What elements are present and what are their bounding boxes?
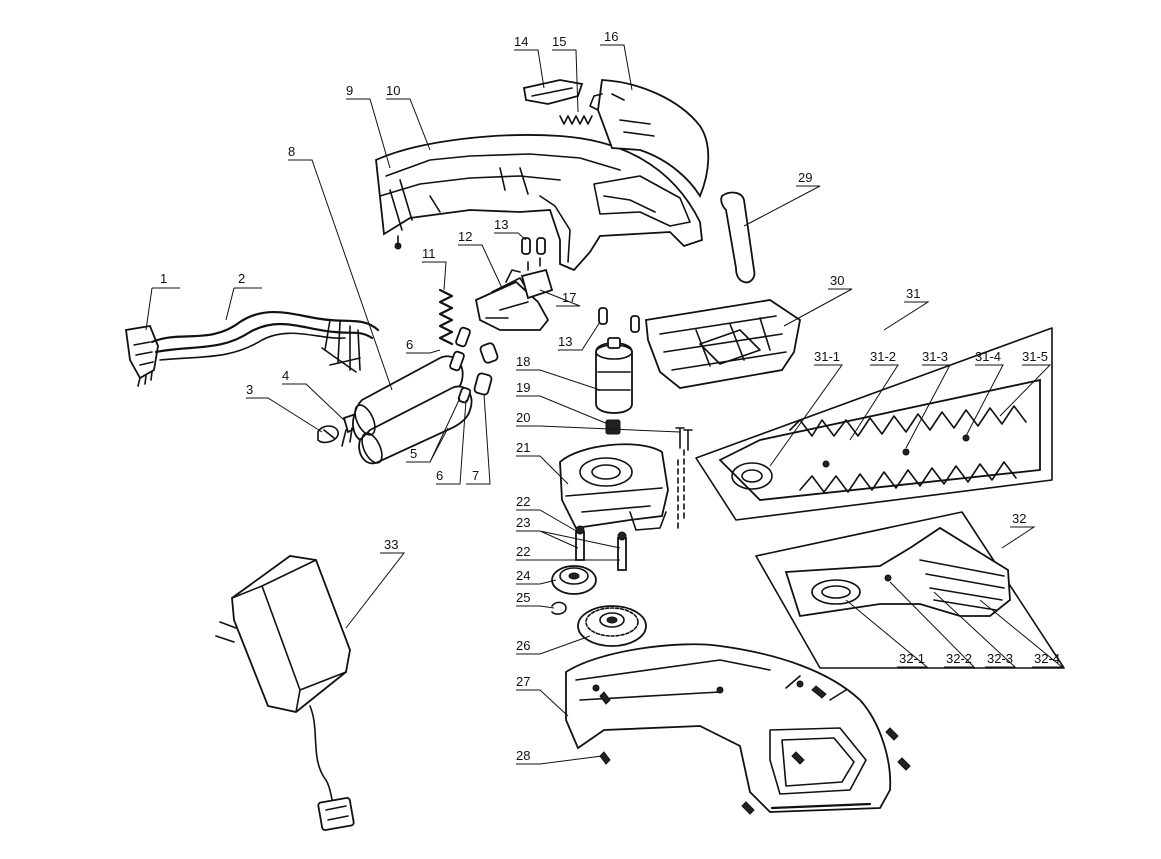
part-14-switch — [522, 79, 584, 105]
label-15: 15 — [552, 34, 566, 49]
part-1-connector — [124, 324, 159, 387]
part-25-washer — [551, 601, 567, 615]
label-3: 3 — [246, 382, 253, 397]
part-33-charger — [215, 555, 355, 831]
label-32-3: 32-3 — [987, 651, 1013, 666]
label-26: 26 — [516, 638, 530, 653]
part-18-motor — [595, 337, 633, 414]
part-20-screws — [675, 427, 693, 529]
part-7-cap — [473, 342, 499, 396]
label-6-lower: 6 — [436, 468, 443, 483]
label-22-lower: 22 — [516, 544, 530, 559]
part-30-tray — [645, 299, 801, 389]
part-16-front-cover — [589, 79, 710, 198]
label-8: 8 — [288, 144, 295, 159]
label-32-4: 32-4 — [1034, 651, 1060, 666]
label-31-4: 31-4 — [975, 349, 1001, 364]
label-32-2: 32-2 — [946, 651, 972, 666]
label-31-1: 31-1 — [814, 349, 840, 364]
label-18: 18 — [516, 354, 530, 369]
label-4: 4 — [282, 368, 289, 383]
label-28: 28 — [516, 748, 530, 763]
part-17-switch-block — [520, 257, 554, 300]
part-6-spacers — [449, 326, 472, 404]
part-21-gearbox — [559, 443, 669, 531]
label-14: 14 — [514, 34, 528, 49]
part-31-hedge-blade-panel — [695, 327, 1053, 521]
label-11: 11 — [422, 246, 436, 261]
label-32-1: 32-1 — [899, 651, 925, 666]
label-23: 23 — [516, 515, 530, 530]
part-3-clip — [317, 425, 339, 444]
part-10-upper-housing — [375, 134, 703, 272]
label-31-2: 31-2 — [870, 349, 896, 364]
label-13-lower: 13 — [558, 334, 572, 349]
label-32: 32 — [1012, 511, 1026, 526]
label-16: 16 — [604, 29, 618, 44]
part-27-lower-housing — [565, 643, 892, 813]
label-13-upper: 13 — [494, 217, 508, 232]
label-24: 24 — [516, 568, 530, 583]
part-26-large-gear — [577, 605, 647, 647]
part-24-small-gear — [551, 565, 597, 595]
part-5-battery-pack — [352, 355, 473, 465]
part-29-strip — [720, 191, 756, 284]
part-labels: 1 2 3 4 5 6 6 7 8 9 10 11 12 13 13 14 15… — [160, 29, 1060, 763]
label-12: 12 — [458, 229, 472, 244]
label-31-3: 31-3 — [922, 349, 948, 364]
label-21: 21 — [516, 440, 530, 455]
part-28-screws — [599, 685, 911, 815]
label-6-upper: 6 — [406, 337, 413, 352]
part-2-wire-harness — [150, 310, 380, 373]
part-19-pinion — [605, 419, 621, 435]
label-31: 31 — [906, 286, 920, 301]
label-2: 2 — [238, 271, 245, 286]
label-22-upper: 22 — [516, 494, 530, 509]
label-7: 7 — [472, 468, 479, 483]
label-33: 33 — [384, 537, 398, 552]
part-13-pins-lower — [598, 307, 640, 333]
part-32-grass-blade-panel — [755, 511, 1065, 669]
part-13-pins-upper — [521, 237, 546, 255]
label-17: 17 — [562, 290, 576, 305]
part-11-spring — [438, 288, 454, 346]
label-5: 5 — [410, 446, 417, 461]
label-9: 9 — [346, 83, 353, 98]
label-31-5: 31-5 — [1022, 349, 1048, 364]
label-25: 25 — [516, 590, 530, 605]
leader-lines — [145, 44, 1064, 765]
label-30: 30 — [830, 273, 844, 288]
label-10: 10 — [386, 83, 400, 98]
label-29: 29 — [798, 170, 812, 185]
label-19: 19 — [516, 380, 530, 395]
label-27: 27 — [516, 674, 530, 689]
part-15-spring — [559, 115, 593, 125]
label-1: 1 — [160, 271, 167, 286]
label-20: 20 — [516, 410, 530, 425]
